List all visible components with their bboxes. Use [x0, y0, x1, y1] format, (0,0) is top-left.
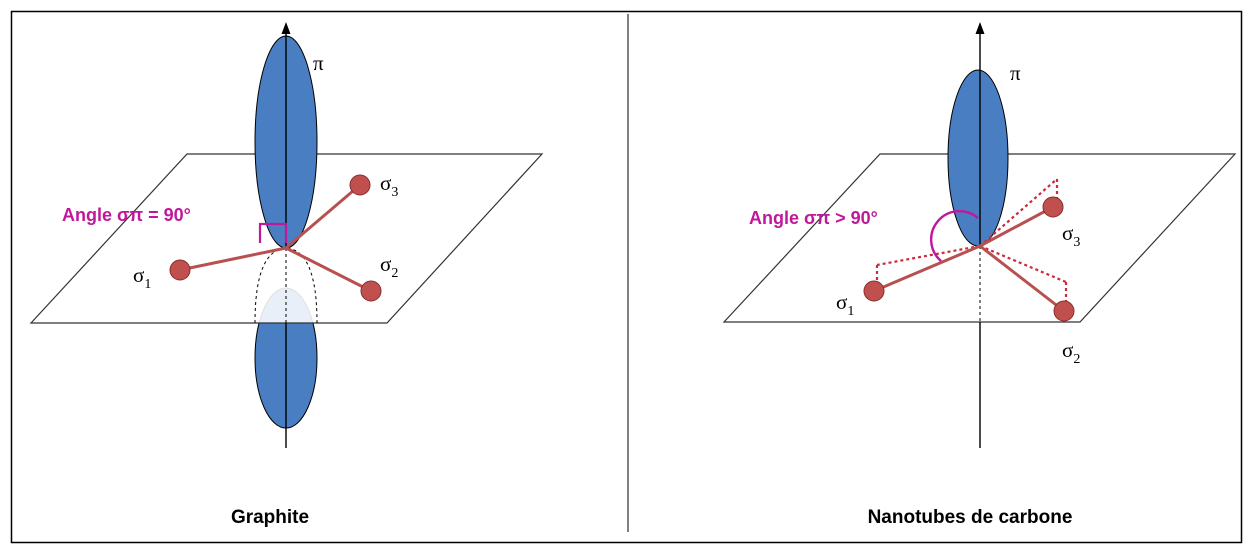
sigma2-label: σ2: [1062, 338, 1080, 367]
sigma1-bond: [179, 246, 287, 272]
sigma2-label: σ2: [380, 252, 398, 281]
arrow-up-icon: [281, 22, 291, 34]
sigma3-atom: [349, 174, 371, 196]
pi-orbital-hidden-outline: [254, 247, 318, 324]
sigma3-bond: [979, 205, 1054, 248]
obtuse-angle-arc: [929, 209, 979, 262]
sigma3-label: σ3: [380, 171, 398, 200]
sigma3-projection: [979, 178, 1058, 247]
angle-label: Angle σπ = 90°: [62, 205, 191, 225]
sigma1-atom: [863, 280, 885, 302]
sigma2-atom: [360, 280, 382, 302]
pi-orbital: [947, 69, 1009, 247]
right-angle-marker: [258, 222, 288, 243]
graphite-panel: Angle σπ = 90° π σ1 σ2 σ3 Graphite: [29, 22, 544, 528]
figure-border: [10, 10, 1243, 544]
graphite-caption: Graphite: [231, 507, 309, 528]
sigma2-bond: [285, 246, 372, 293]
sigma3-atom: [1042, 196, 1064, 218]
sigma3-bond: [285, 183, 361, 250]
nanotube-panel: Angle σπ > 90° π σ1 σ2 σ3 Nanotubes de c…: [722, 22, 1237, 528]
pi-label: π: [313, 51, 324, 75]
pi-label: π: [1010, 61, 1021, 85]
sigma1-label: σ1: [836, 290, 854, 319]
sigma2-atom: [1053, 300, 1075, 322]
sigma1-atom: [169, 259, 191, 281]
sigma1-label: σ1: [133, 263, 151, 292]
angle-label: Angle σπ > 90°: [749, 208, 878, 228]
nanotube-caption: Nanotubes de carbone: [868, 507, 1073, 528]
sigma3-label: σ3: [1062, 221, 1080, 250]
arrow-up-icon: [975, 22, 985, 34]
sigma1-bond: [873, 244, 981, 293]
sigma2-bond: [979, 244, 1065, 313]
